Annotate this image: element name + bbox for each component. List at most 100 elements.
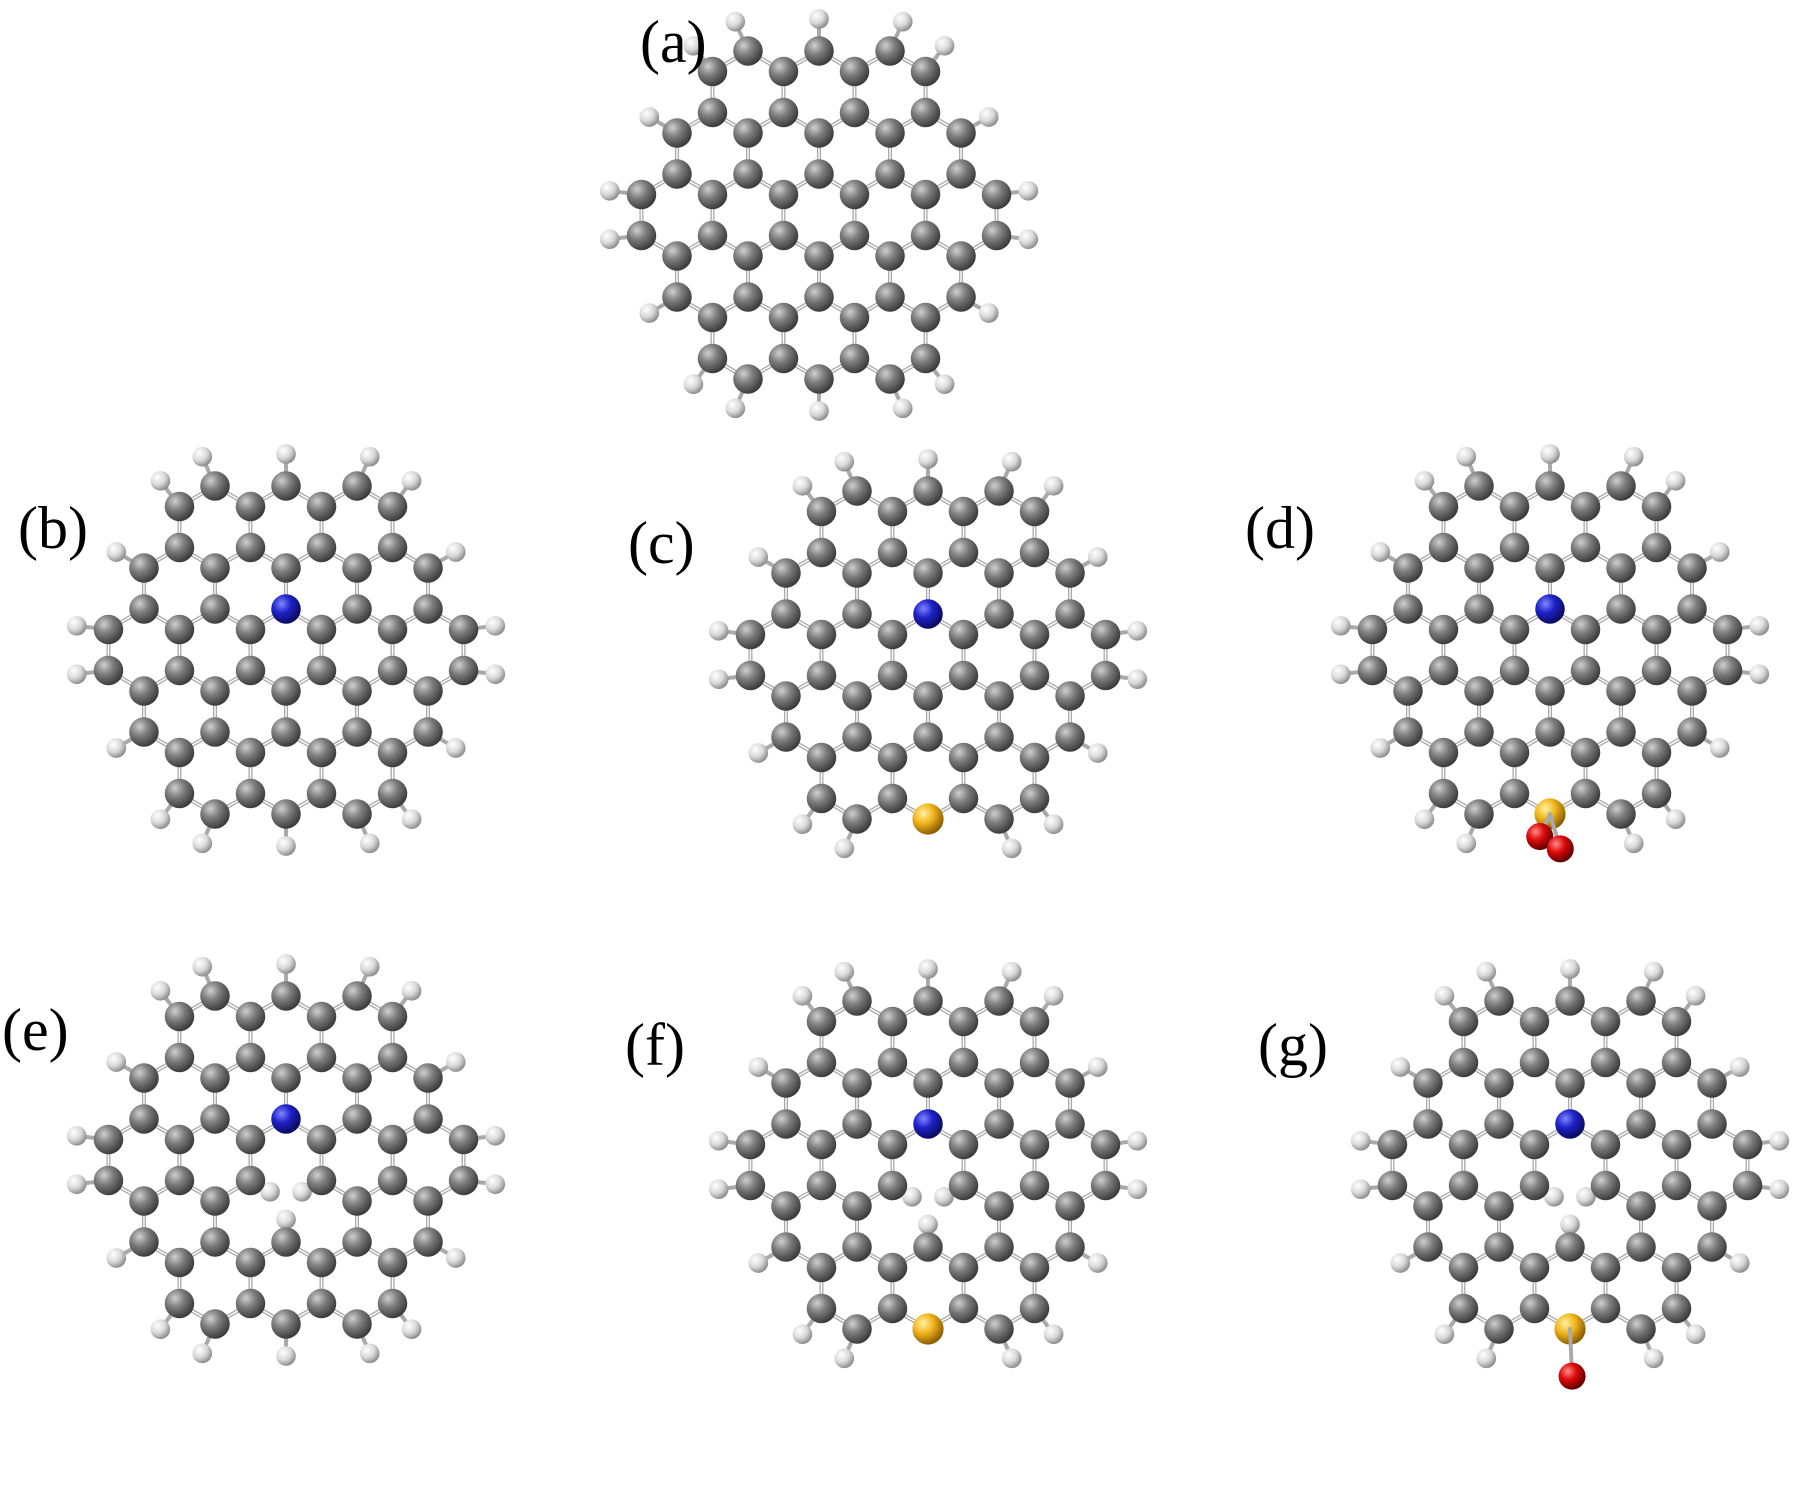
carbon-atom: [129, 717, 159, 747]
carbon-atom: [235, 778, 266, 809]
hydrogen-atom: [1087, 1253, 1108, 1273]
hydrogen-atom: [748, 1253, 769, 1273]
carbon-atom: [1019, 537, 1050, 568]
carbon-atom: [200, 594, 230, 624]
carbon-atom: [271, 1309, 301, 1339]
carbon-atom: [771, 599, 801, 629]
carbon-atom: [1019, 1170, 1050, 1201]
hydrogen-atom: [1018, 180, 1039, 201]
carbon-atom: [697, 302, 728, 333]
carbon-atom: [1019, 1047, 1050, 1078]
carbon-atom: [129, 594, 159, 624]
carbon-atom: [1448, 1006, 1479, 1037]
carbon-atom: [235, 1247, 266, 1278]
carbon-atom: [1019, 619, 1050, 650]
carbon-atom: [948, 1170, 979, 1201]
carbon-atom: [1570, 532, 1601, 563]
carbon-atom: [1019, 742, 1050, 773]
carbon-atom: [1464, 717, 1494, 747]
carbon-atom: [93, 655, 124, 686]
hydrogen-atom: [1476, 1348, 1497, 1369]
carbon-atom: [735, 1129, 766, 1160]
carbon-atom: [877, 1252, 908, 1283]
carbon-atom: [1393, 594, 1423, 624]
carbon-atom: [1555, 986, 1585, 1016]
hydrogen-atom: [1087, 547, 1108, 567]
carbon-atom: [1641, 532, 1672, 563]
nitrogen-atom: [1535, 594, 1565, 624]
carbon-atom: [984, 1109, 1014, 1139]
carbon-atom: [200, 676, 230, 706]
carbon-atom: [164, 737, 195, 768]
carbon-atom: [948, 1047, 979, 1078]
hydrogen-atom: [1370, 542, 1391, 562]
carbon-atom: [948, 1006, 979, 1037]
carbon-atom: [164, 614, 195, 645]
carbon-atom: [842, 558, 872, 588]
carbon-atom: [806, 537, 837, 568]
carbon-atom: [662, 159, 692, 189]
carbon-atom: [93, 614, 124, 645]
carbon-atom: [1641, 614, 1672, 645]
hydrogen-atom: [1043, 475, 1064, 496]
carbon-atom: [200, 1104, 230, 1134]
hydrogen-atom: [485, 615, 506, 636]
carbon-atom: [1055, 1232, 1085, 1262]
carbon-atom: [984, 1068, 1014, 1098]
nitrogen-atom: [1555, 1109, 1585, 1139]
carbon-atom: [1393, 553, 1423, 583]
carbon-atom: [1484, 1191, 1514, 1221]
hydrogen-atom: [1001, 838, 1022, 859]
carbon-atom: [1428, 737, 1459, 768]
panel-c-bonds: [748, 489, 1108, 821]
hydrogen-atom: [1350, 1179, 1371, 1200]
carbon-atom: [235, 1165, 266, 1196]
carbon-atom: [1519, 1047, 1550, 1078]
hydrogen-atom: [192, 1343, 213, 1364]
carbon-atom: [948, 783, 979, 814]
hydrogen-atom: [1665, 809, 1686, 830]
carbon-atom: [875, 159, 905, 189]
carbon-atom: [948, 496, 979, 527]
carbon-atom: [1590, 1252, 1621, 1283]
carbon-atom: [306, 491, 337, 522]
carbon-atom: [875, 282, 905, 312]
carbon-atom: [342, 799, 372, 829]
hydrogen-atom: [66, 615, 87, 636]
carbon-atom: [1661, 1006, 1692, 1037]
carbon-atom: [342, 471, 372, 501]
hydrogen-atom: [192, 446, 213, 467]
carbon-atom: [1732, 1170, 1763, 1201]
carbon-atom: [271, 799, 301, 829]
nitrogen-atom: [271, 594, 301, 624]
carbon-atom: [1464, 553, 1494, 583]
hydrogen-atom: [1685, 1324, 1706, 1345]
carbon-atom: [342, 717, 372, 747]
hydrogen-atom: [150, 470, 171, 491]
hydrogen-atom: [276, 954, 296, 974]
carbon-atom: [306, 1124, 337, 1155]
carbon-atom: [1732, 1129, 1763, 1160]
hydrogen-atom: [1434, 1324, 1455, 1345]
hydrogen-atom: [1456, 833, 1477, 854]
carbon-atom: [377, 737, 408, 768]
hydrogen-atom: [834, 838, 855, 859]
hydrogen-atom: [1643, 961, 1664, 982]
carbon-atom: [913, 986, 943, 1016]
carbon-atom: [1712, 655, 1743, 686]
hydrogen-atom: [1729, 1057, 1750, 1077]
carbon-atom: [200, 1186, 230, 1216]
carbon-atom: [768, 302, 799, 333]
carbon-atom: [1428, 614, 1459, 645]
hydrogen-atom: [401, 1319, 422, 1340]
carbon-atom: [271, 471, 301, 501]
carbon-atom: [1641, 737, 1672, 768]
carbon-atom: [842, 599, 872, 629]
carbon-atom: [1677, 717, 1707, 747]
carbon-atom: [1464, 594, 1494, 624]
carbon-atom: [913, 558, 943, 588]
carbon-atom: [1697, 1232, 1727, 1262]
carbon-atom: [948, 1252, 979, 1283]
carbon-atom: [1519, 1006, 1550, 1037]
carbon-atom: [1428, 778, 1459, 809]
